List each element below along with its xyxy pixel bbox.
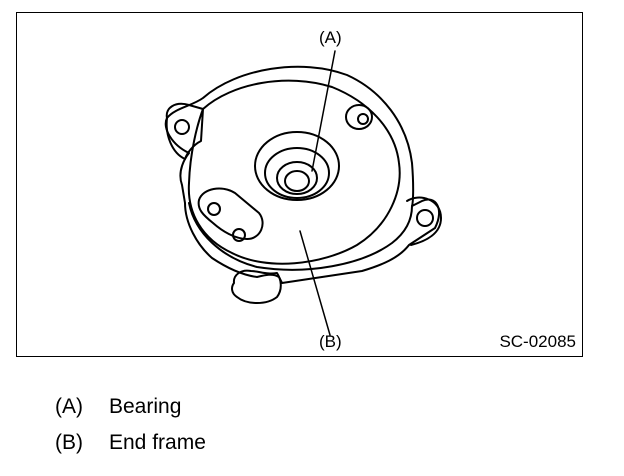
bearing-boss [254,131,340,201]
leader-b [299,230,331,336]
disk-face-edge [187,79,401,265]
bottom-rim [188,202,413,271]
left-ear [165,102,204,160]
legend-label: End frame [109,431,206,454]
bolt-hole-top [345,104,373,130]
right-ear-hole [416,209,434,227]
legend-item-a: (A) Bearing [55,396,181,417]
end-frame-drawing [164,50,442,336]
figure-frame: (A) (B) SC-02085 [16,12,583,357]
legend-key: (B) [55,431,83,454]
callout-b: (B) [319,332,342,351]
left-ear-hole [174,119,190,135]
leader-a [311,50,336,172]
left-slot [197,187,264,240]
legend-label: Bearing [109,395,182,418]
legend-key: (A) [55,395,83,418]
bottom-tab [231,269,282,304]
right-ear [406,196,442,246]
bearing [276,161,318,195]
figure-code: SC-02085 [499,332,576,351]
end-frame-outline [164,65,441,284]
legend-item-b: (B) End frame [55,432,206,453]
callout-a: (A) [319,28,342,47]
